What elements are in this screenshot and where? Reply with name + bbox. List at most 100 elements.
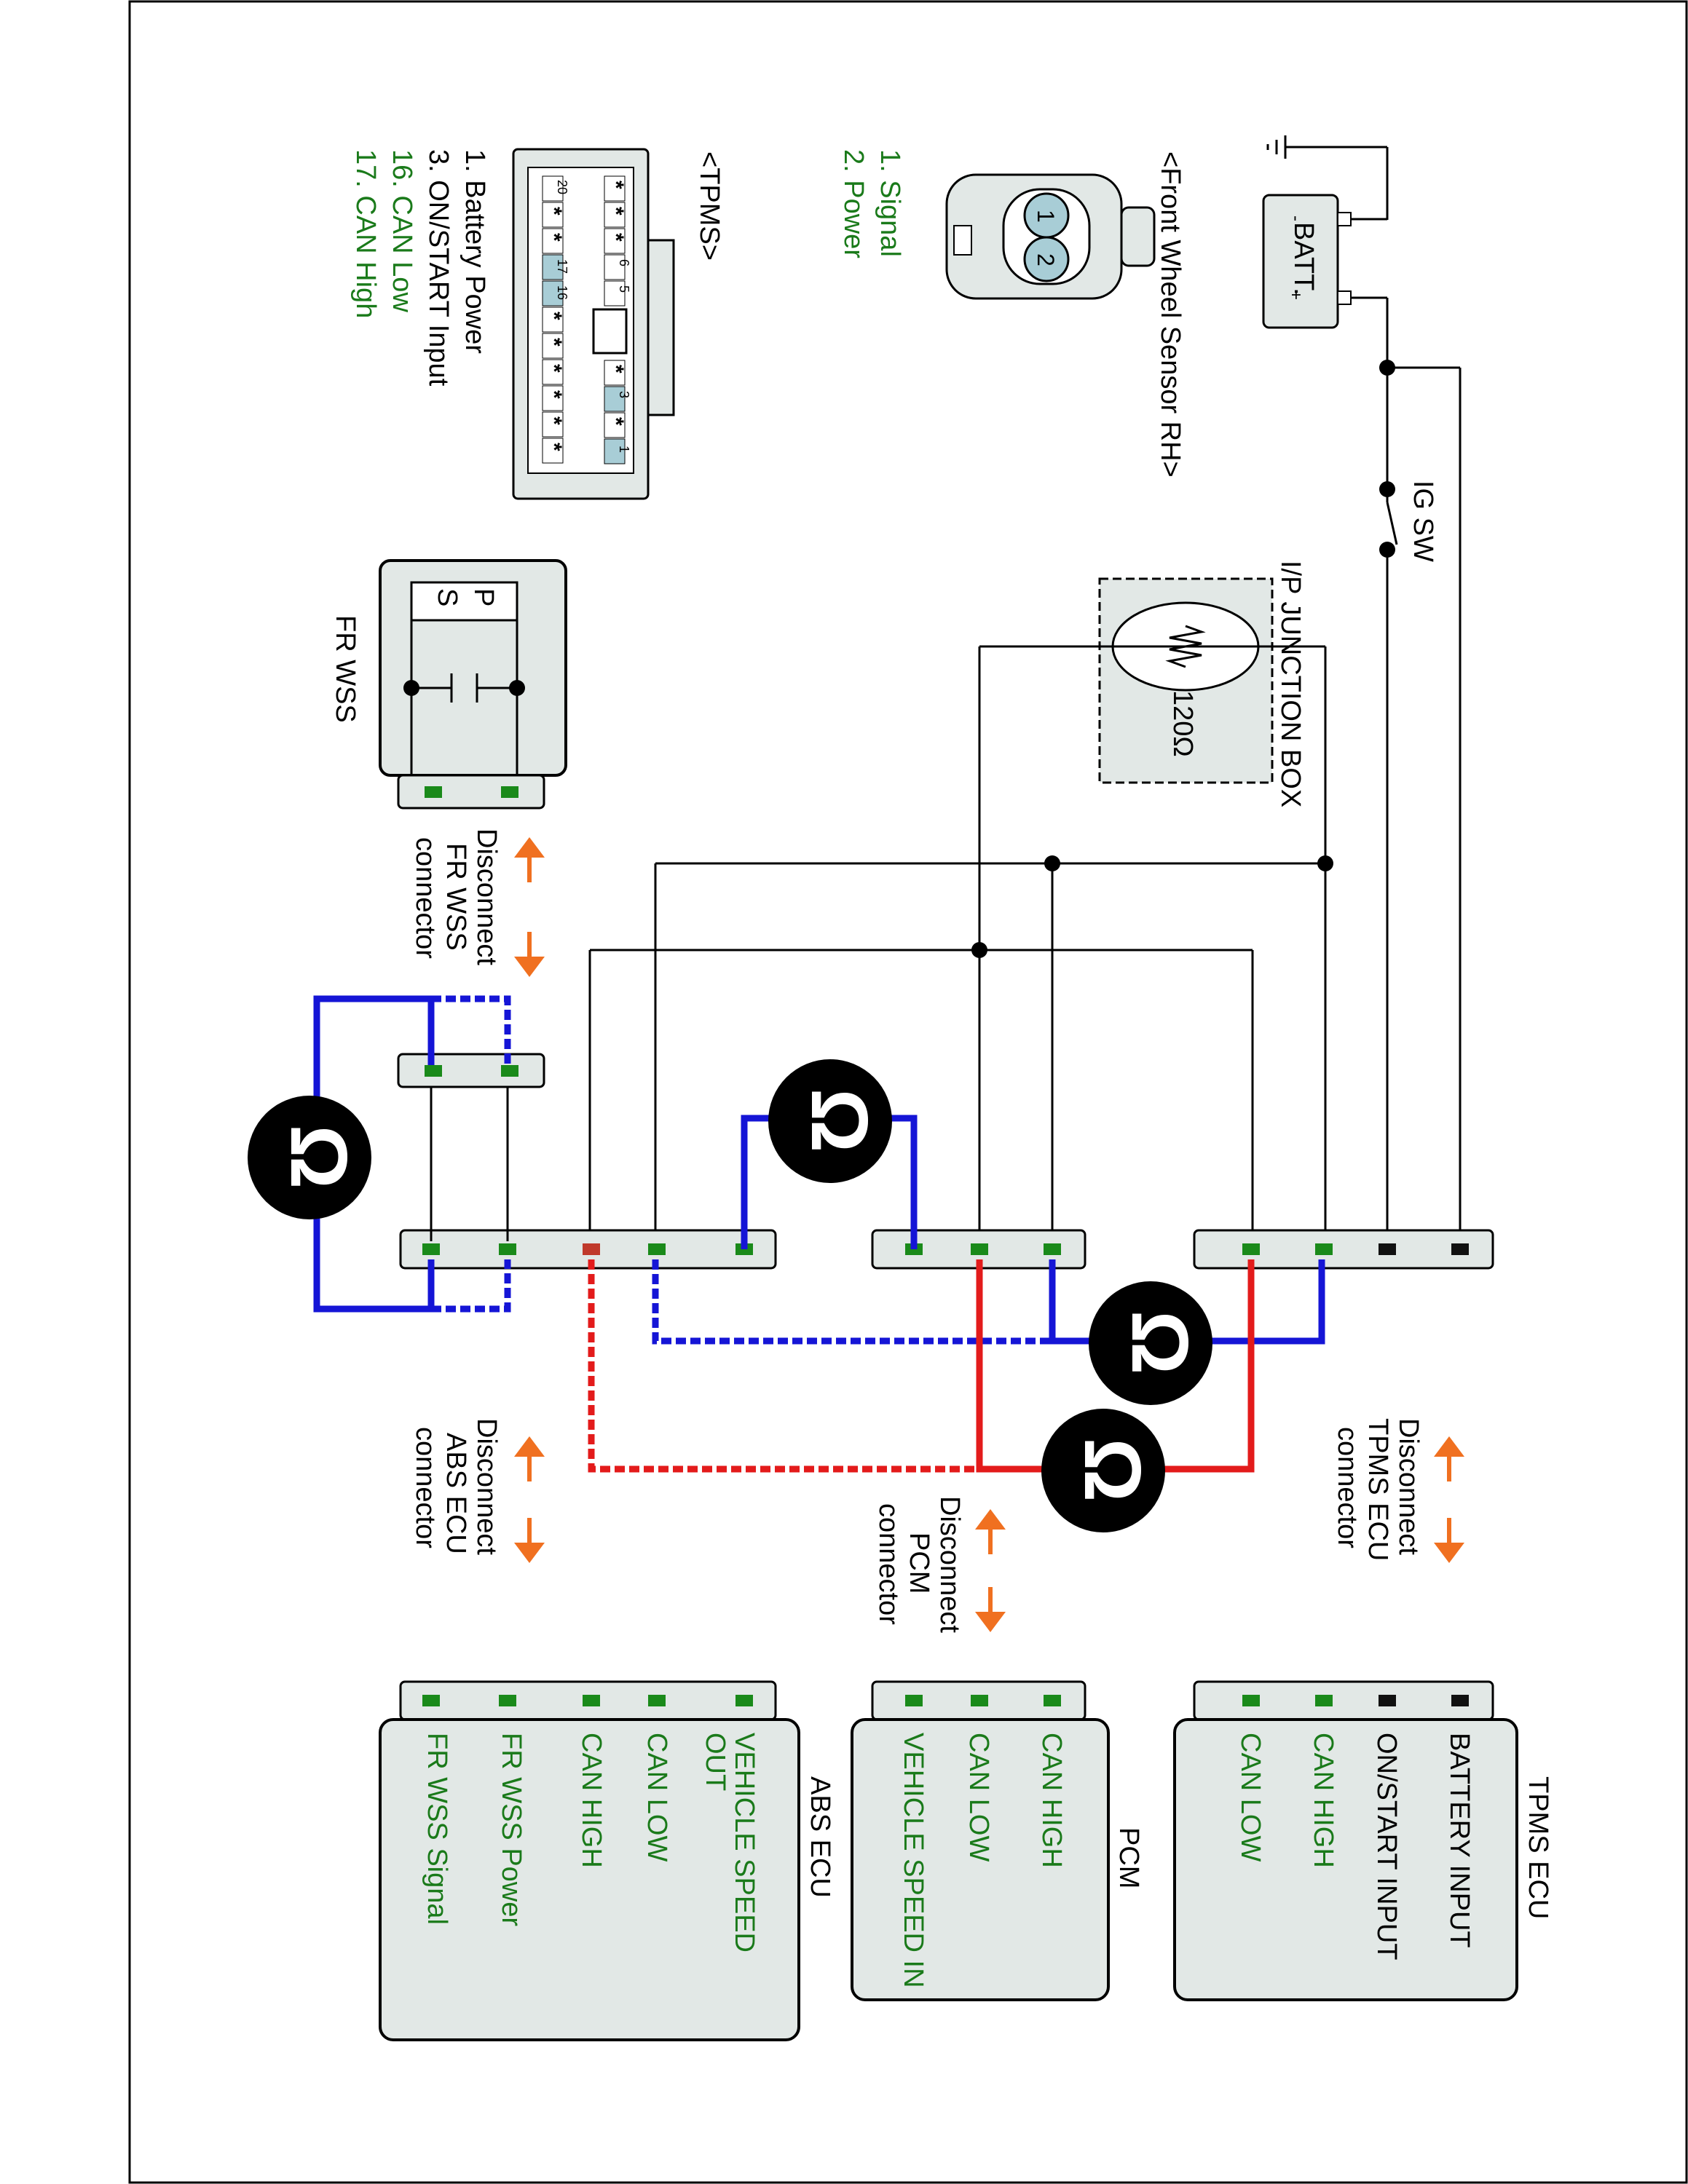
disconnect-arrow-icon [1434, 1436, 1464, 1563]
svg-text:*: * [604, 417, 628, 426]
pcm-pin-can-high: CAN HIGH [1036, 1733, 1067, 1868]
meter-lead-red-dashed [588, 1259, 979, 1473]
fr-wss-p: P [468, 588, 499, 606]
svg-text:Disconnect: Disconnect [1393, 1418, 1424, 1555]
tpms-pin-17: 17. CAN High [350, 149, 381, 318]
svg-text:ABS ECU: ABS ECU [441, 1433, 471, 1554]
tpms-harness-connector [1193, 1229, 1494, 1270]
svg-text:*: * [542, 416, 566, 425]
tpms-connector-icon: * * * * * * * * * * * * * 20 17 16 6 5 [512, 148, 675, 500]
pcm-pin-can-low: CAN LOW [963, 1733, 994, 1861]
tpms-pin-1: 1. Battery Power [460, 149, 490, 354]
tpms-conn-pin: 3 [617, 391, 631, 398]
svg-text:connector: connector [410, 837, 441, 959]
svg-text:Ω: Ω [1068, 1438, 1157, 1502]
junction-box: 120Ω [1098, 577, 1274, 784]
tpms-conn-pin: 5 [617, 285, 631, 293]
disconnect-fr-wss-label: Disconnect FR WSS connector [410, 828, 502, 965]
tpms-pin-on-start: ON/START INPUT [1371, 1733, 1402, 1960]
batt-label: BATT. [1288, 222, 1319, 296]
svg-text:Disconnect: Disconnect [934, 1496, 965, 1633]
svg-text:TPMS ECU: TPMS ECU [1362, 1418, 1393, 1561]
svg-text:*: * [542, 443, 566, 451]
ig-switch-contact [1379, 481, 1395, 497]
svg-text:*: * [604, 233, 628, 242]
svg-text:*: * [542, 364, 566, 373]
disconnect-arrow-icon [975, 1509, 1006, 1632]
tpms-pin-battery: BATTERY INPUT [1444, 1733, 1475, 1948]
disconnect-tpms-label: Disconnect TPMS ECU connector [1332, 1418, 1424, 1561]
disconnect-arrow-icon [514, 837, 545, 977]
svg-text:*: * [604, 365, 628, 373]
tpms-ecu-name: TPMS ECU [1523, 1776, 1553, 1919]
disconnect-arrow-icon [514, 1436, 545, 1563]
tpms-connector-title: <TPMS> [694, 151, 725, 261]
battery: - + BATT. [1262, 194, 1387, 329]
splice-dot [1044, 855, 1060, 871]
svg-text:Ω: Ω [794, 1088, 884, 1152]
meter-lead-blue-dashed [431, 995, 511, 1065]
pcm-module [851, 1680, 1110, 2001]
abs-pin-can-low: CAN LOW [642, 1733, 672, 1861]
ohmmeter-icon: Ω [1089, 1281, 1212, 1405]
fr-wss-component: P S [379, 559, 567, 777]
meter-lead-blue-dashed [652, 1259, 1052, 1345]
front-wheel-sensor-title: <Front Wheel Sensor RH> [1155, 151, 1186, 478]
tpms-pin-16: 16. CAN Low [387, 149, 417, 312]
meter-lead-blue-dashed [431, 1259, 511, 1313]
svg-text:*: * [542, 207, 566, 215]
tpms-conn-pin: 16 [555, 285, 569, 300]
tpms-pin-can-low: CAN LOW [1235, 1733, 1266, 1861]
fr-wss-inline-connector [397, 1053, 545, 1088]
fr-wss-s: S [432, 588, 462, 606]
svg-text:2: 2 [1033, 253, 1059, 266]
svg-text:Disconnect: Disconnect [471, 1418, 502, 1555]
svg-text:*: * [542, 312, 566, 320]
tpms-pin-3: 3. ON/START Input [423, 149, 454, 387]
svg-text:PCM: PCM [904, 1532, 934, 1594]
svg-text:Disconnect: Disconnect [471, 828, 502, 965]
resistor-label: 120Ω [1167, 690, 1198, 757]
svg-text:*: * [542, 390, 566, 399]
abs-pin-vehicle-speed: VEHICLE SPEED [729, 1733, 760, 1952]
abs-pin-fr-wss-power: FR WSS Power [496, 1733, 526, 1926]
ig-switch-gap [1382, 486, 1392, 552]
splice-dot [971, 942, 987, 958]
svg-text:*: * [604, 181, 628, 189]
abs-ecu-module [379, 1680, 800, 2041]
svg-text:Ω: Ω [274, 1125, 363, 1189]
splice-dot [1317, 855, 1333, 871]
abs-pin-can-high: CAN HIGH [576, 1733, 607, 1868]
tpms-conn-pin: 20 [555, 180, 569, 194]
fws-pin-power: 2. Power [838, 149, 869, 258]
fr-wss-label: FR WSS [330, 615, 360, 723]
ig-sw-label: IG SW [1408, 480, 1438, 562]
tpms-conn-pin: 6 [617, 259, 631, 266]
abs-harness-connector [399, 1229, 777, 1270]
abs-pin-vehicle-speed-out: OUT [700, 1733, 730, 1791]
battery-ground-icon [1266, 135, 1389, 220]
junction-box-label: I/P JUNCTION BOX [1275, 561, 1306, 807]
front-wheel-sensor-connector-icon: 1 2 [945, 173, 1156, 300]
ig-switch-contact [1379, 542, 1395, 558]
abs-ecu-name: ABS ECU [805, 1776, 835, 1898]
svg-text:Ω: Ω [1115, 1310, 1204, 1374]
svg-text:*: * [604, 207, 628, 215]
svg-text:1: 1 [1033, 210, 1059, 223]
fr-wss-harness-connector [397, 774, 545, 810]
tpms-conn-pin: 17 [555, 259, 569, 274]
tpms-ecu-module [1173, 1680, 1518, 2001]
disconnect-pcm-label: Disconnect PCM connector [873, 1496, 965, 1633]
pcm-pin-vehicle-speed-in: VEHICLE SPEED IN [898, 1733, 928, 1988]
svg-text:connector: connector [410, 1427, 441, 1548]
batt-minus: - [1286, 215, 1306, 221]
abs-pin-fr-wss-signal: FR WSS Signal [422, 1733, 452, 1925]
svg-text:*: * [542, 233, 566, 242]
ohmmeter-icon: Ω [248, 1096, 371, 1219]
svg-text:*: * [542, 338, 566, 347]
ohmmeter-icon: Ω [768, 1059, 892, 1183]
svg-text:connector: connector [1332, 1427, 1362, 1548]
batt-plus: + [1286, 290, 1306, 300]
ohmmeter-icon: Ω [1041, 1409, 1165, 1532]
